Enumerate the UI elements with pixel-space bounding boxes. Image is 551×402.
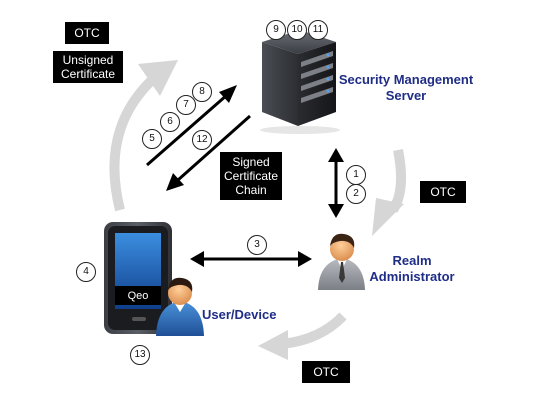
arrow-device-admin [190,251,312,267]
server-label: Security Management Server [338,72,474,103]
administrator-avatar-icon [318,233,365,290]
otc-box-right: OTC [420,181,466,203]
step-8: 8 [192,82,212,102]
user-device-label: User/Device [202,307,277,322]
step-6: 6 [160,112,180,132]
step-7: 7 [176,95,196,115]
flow-arc-right-head [372,198,404,236]
step-13: 13 [130,345,150,365]
signed-certificate-chain-box: Signed Certificate Chain [220,152,282,200]
step-4: 4 [76,262,96,282]
step-10: 10 [287,20,307,40]
step-5: 5 [142,129,162,149]
otc-box-top: OTC [65,22,109,44]
step-12: 12 [192,130,212,150]
arrow-server-admin [328,148,344,218]
flow-arc-left-head [138,60,178,96]
user-avatar-icon [156,277,204,336]
phone-icon [104,222,172,334]
unsigned-certificate-box: Unsigned Certificate [53,51,123,83]
administrator-label: Realm Administrator [369,253,455,284]
flow-arc-bottom [281,312,347,349]
step-9: 9 [266,20,286,40]
step-11: 11 [308,20,328,40]
flow-arc-right [388,149,407,213]
arrow-to-device [166,114,251,191]
step-3: 3 [247,235,267,255]
server-icon [260,30,340,134]
arrow-to-server [146,85,237,167]
step-1: 1 [346,165,366,185]
phone-screen-label: Qeo [127,290,149,302]
flow-arc-bottom-head [258,330,288,360]
otc-box-bottom: OTC [302,361,350,383]
step-2: 2 [346,184,366,204]
flow-arc-left [109,76,156,212]
